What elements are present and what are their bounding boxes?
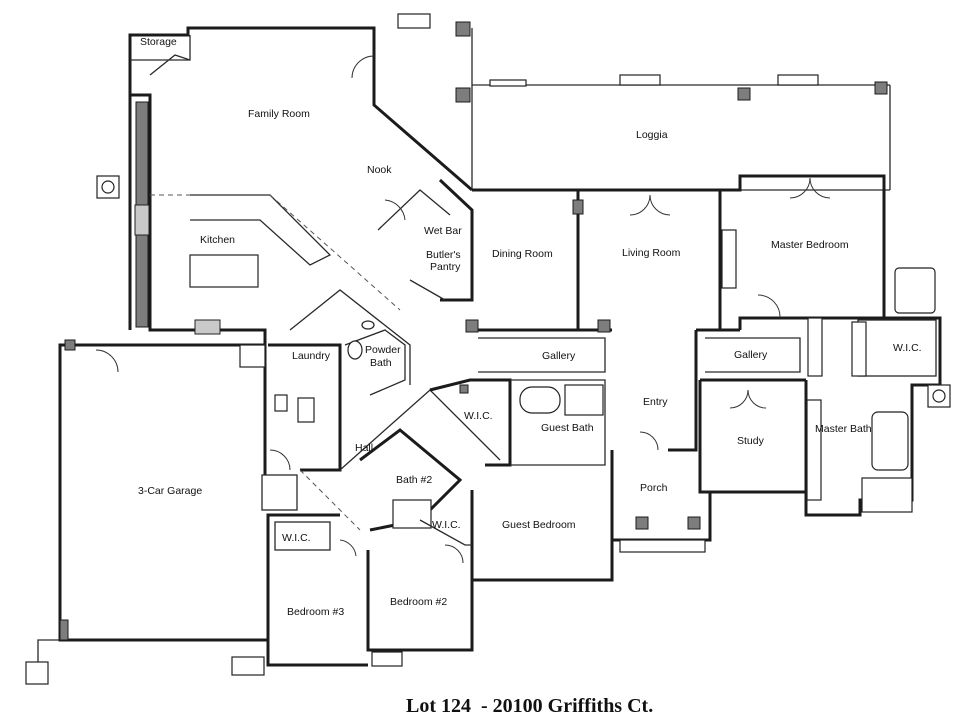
room-label-living-room: Living Room: [622, 247, 681, 259]
room-label-bedroom-3: Bedroom #3: [287, 606, 344, 618]
room-label-butlers-pantry-2: Pantry: [430, 261, 461, 273]
room-label-butlers-pantry: Butler's: [426, 249, 461, 261]
exterior-walls: [37, 26, 942, 667]
room-label-wic-guest: W.I.C.: [464, 410, 493, 422]
room-label-storage: Storage: [140, 36, 177, 48]
room-label-powder-bath-2: Bath: [370, 357, 392, 369]
room-label-wic-master: W.I.C.: [893, 342, 922, 354]
doors: [95, 55, 831, 564]
room-label-master-bedroom: Master Bedroom: [771, 239, 849, 251]
room-label-wet-bar: Wet Bar: [424, 225, 462, 237]
room-label-wic-bedroom-3: W.I.C.: [282, 532, 311, 544]
room-label-nook: Nook: [367, 164, 392, 176]
room-label-gallery-right: Gallery: [734, 349, 768, 361]
fixtures: [25, 13, 951, 685]
room-label-laundry: Laundry: [292, 350, 331, 362]
room-label-dining-room: Dining Room: [492, 248, 553, 260]
room-label-loggia: Loggia: [636, 129, 668, 141]
room-label-porch: Porch: [640, 482, 668, 494]
room-label-master-bath: Master Bath: [815, 423, 872, 435]
room-label-entry: Entry: [643, 396, 668, 408]
interior-walls: [130, 35, 937, 551]
room-label-bedroom-2: Bedroom #2: [390, 596, 447, 608]
room-labels: Storage Family Room Nook Loggia Kitchen …: [138, 36, 922, 618]
room-label-guest-bath: Guest Bath: [541, 422, 594, 434]
room-label-family-room: Family Room: [248, 108, 310, 120]
room-label-study: Study: [737, 435, 765, 447]
room-label-hall: Hall: [355, 442, 373, 454]
room-label-garage: 3-Car Garage: [138, 485, 202, 497]
room-label-powder-bath: Powder: [365, 344, 401, 356]
room-label-bath-2: Bath #2: [396, 474, 432, 486]
plan-caption: Lot 124 - 20100 Griffiths Ct.: [406, 695, 654, 717]
room-label-guest-bedroom: Guest Bedroom: [502, 519, 576, 531]
room-label-kitchen: Kitchen: [200, 234, 235, 246]
room-label-gallery-center: Gallery: [542, 350, 576, 362]
room-label-wic-bath-2: W.I.C.: [432, 519, 461, 531]
